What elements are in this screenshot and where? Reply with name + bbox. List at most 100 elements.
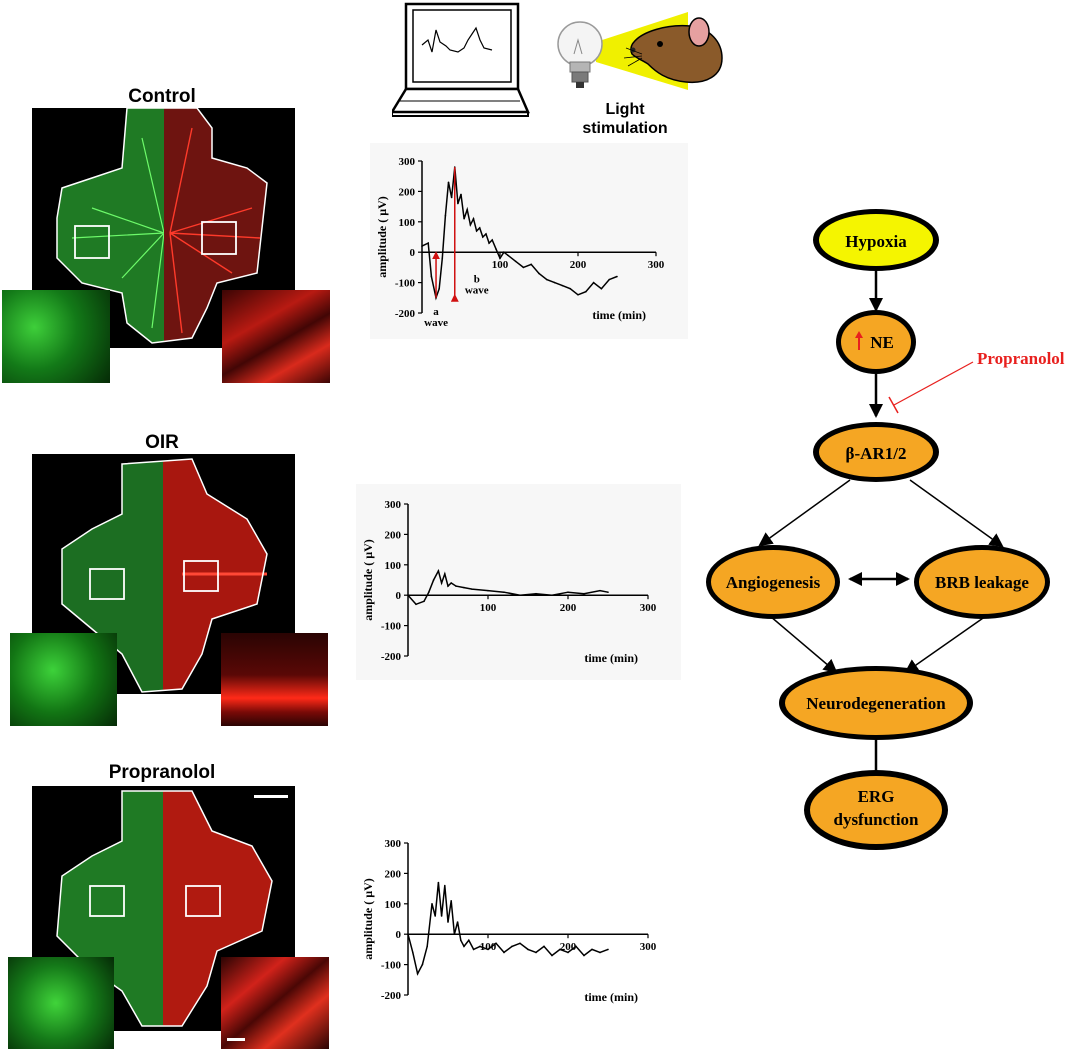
erg-data-point — [559, 948, 561, 951]
b-wave-label-line2: wave — [465, 285, 489, 297]
control-green-inset — [2, 290, 110, 383]
propranolol-inhibition-line — [893, 361, 974, 406]
erg-data-point — [567, 951, 569, 954]
erg-data-point — [585, 290, 587, 293]
erg-data-point — [569, 287, 571, 290]
erg-data-point — [472, 217, 475, 220]
erg-data-point — [427, 242, 430, 244]
control-red-inset — [222, 290, 330, 383]
erg-data-point — [607, 948, 609, 951]
arrow-bar-angiogenesis — [758, 479, 851, 547]
erg-data-point — [482, 236, 484, 238]
propranolol-inhibition-bar — [888, 396, 899, 414]
propranolol-red-inset — [221, 957, 329, 1049]
arrow-angio-neuro — [769, 615, 838, 674]
erg-data-point — [440, 915, 443, 917]
y-tick-label: -100 — [381, 960, 402, 972]
x-tick-label: 100 — [492, 259, 509, 271]
erg-data-point — [463, 945, 465, 948]
pathway-diagram: Propranolol Hypoxia NE β-AR1/2 Angiogene… — [706, 209, 1065, 850]
erg-data-point — [456, 921, 459, 923]
light-stimulation-label: Light stimulation — [570, 100, 680, 138]
x-tick-label: 100 — [480, 941, 497, 953]
propranolol-green-inset — [8, 957, 114, 1049]
y-tick-label: 200 — [385, 868, 402, 880]
x-axis-label: time (min) — [592, 308, 646, 322]
erg-data-point — [485, 233, 487, 235]
y-tick-label: 200 — [399, 186, 416, 198]
erg-data-point — [471, 588, 473, 590]
control-retina-flatmount — [56, 107, 268, 344]
erg-data-point — [453, 933, 456, 935]
erg-data-point — [475, 230, 478, 232]
propranolol-inhibitor-label: Propranolol — [977, 349, 1065, 368]
node-angiogenesis-label: Angiogenesis — [726, 573, 821, 592]
erg-data-point — [466, 208, 469, 211]
y-tick-label: 300 — [385, 838, 402, 850]
node-hypoxia: Hypoxia — [813, 209, 939, 271]
y-tick-label: 300 — [385, 499, 402, 511]
y-tick-label: 0 — [410, 247, 416, 259]
y-tick-label: 0 — [396, 929, 402, 941]
x-tick-label: 300 — [648, 259, 665, 271]
erg-data-point — [487, 948, 489, 951]
erg-data-point — [519, 594, 521, 596]
erg-data-point — [423, 600, 425, 603]
erg-data-point — [543, 945, 545, 948]
erg-data-point — [583, 954, 585, 957]
node-brb-leakage-label: BRB leakage — [935, 573, 1029, 592]
y-tick-label: -200 — [395, 308, 416, 320]
light-label-line2: stimulation — [582, 120, 668, 137]
erg-data-point — [522, 266, 525, 269]
erg-data-point — [479, 945, 481, 948]
x-tick-label: 300 — [640, 941, 657, 953]
erg-data-point — [421, 963, 424, 966]
erg-data-point — [444, 884, 446, 887]
erg-data-point — [430, 275, 433, 278]
erg-data-point — [455, 585, 457, 587]
erg-data-point — [457, 202, 459, 205]
erg-data-point — [468, 939, 470, 942]
erg-data-point — [575, 945, 577, 948]
node-beta-ar: β-AR1/2 — [813, 422, 939, 482]
y-tick-label: -200 — [381, 651, 402, 663]
erg-data-point — [447, 585, 449, 587]
erg-trace-line — [421, 167, 618, 301]
y-tick-label: 200 — [385, 529, 402, 541]
erg-data-point — [478, 227, 481, 229]
erg-data-point — [503, 591, 505, 593]
erg-data-point — [607, 591, 609, 593]
erg-data-point — [546, 278, 548, 281]
node-erg-label-line2: dysfunction — [833, 810, 919, 829]
x-tick-label: 100 — [480, 602, 497, 614]
erg-data-point — [599, 589, 601, 592]
erg-data-point — [535, 951, 537, 954]
erg-data-point — [407, 933, 409, 935]
node-angiogenesis: Angiogenesis — [706, 545, 840, 619]
y-tick-label: 100 — [385, 560, 402, 572]
y-tick-label: 100 — [399, 217, 416, 229]
erg-data-point — [416, 972, 419, 975]
y-tick-label: 300 — [399, 156, 416, 168]
erg-data-point — [511, 945, 513, 948]
erg-data-point — [530, 263, 532, 266]
erg-data-point — [591, 948, 593, 951]
erg-data-point — [616, 275, 618, 278]
erg-data-point — [551, 594, 553, 596]
oir-green-inset — [10, 633, 117, 726]
erg-data-point — [487, 589, 489, 592]
node-hypoxia-label: Hypoxia — [845, 232, 907, 251]
propranolol-title: Propranolol — [108, 762, 216, 783]
a-wave-label-line1: a — [433, 306, 439, 318]
node-neurodegeneration-label: Neurodegeneration — [806, 694, 946, 713]
scale-bar — [227, 1038, 245, 1041]
erg-data-point — [553, 281, 556, 284]
erg-data-point — [495, 942, 497, 945]
erg-data-point — [444, 573, 446, 575]
erg-data-point — [583, 592, 585, 595]
erg-data-point — [527, 948, 529, 951]
x-axis-label: time (min) — [584, 651, 638, 665]
y-tick-label: -100 — [395, 278, 416, 290]
erg-data-point — [495, 248, 497, 250]
